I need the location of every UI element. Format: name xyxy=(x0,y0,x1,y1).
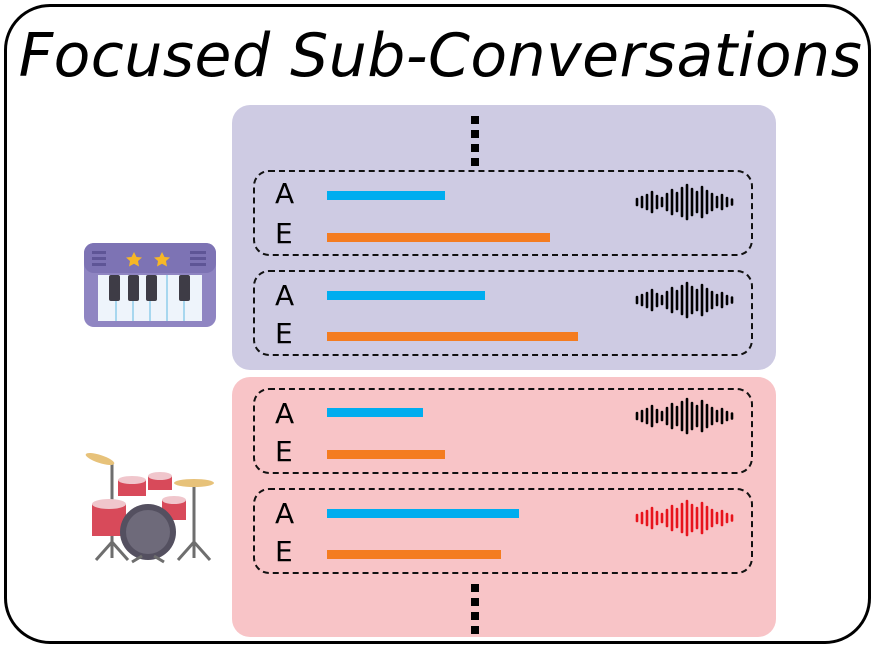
exchange-1: A E xyxy=(253,170,753,256)
assistant-bar xyxy=(327,509,519,518)
waveform-icon xyxy=(635,397,734,435)
piano-icon xyxy=(84,243,216,327)
drum-panel xyxy=(232,377,776,637)
drum-kit-icon xyxy=(85,453,214,564)
expert-label: E xyxy=(275,217,293,250)
page-title: Focused Sub-Conversations xyxy=(18,21,863,91)
ellipsis-bottom-icon xyxy=(471,584,479,640)
assistant-bar xyxy=(327,191,445,200)
expert-label: E xyxy=(275,435,293,468)
expert-label: E xyxy=(275,535,293,568)
waveform-icon xyxy=(635,281,734,319)
expert-bar xyxy=(327,233,550,242)
exchange-4: A E xyxy=(253,488,753,574)
assistant-label: A xyxy=(275,397,295,430)
ellipsis-top-icon xyxy=(471,116,479,172)
assistant-label: A xyxy=(275,497,295,530)
assistant-bar xyxy=(327,291,485,300)
waveform-icon xyxy=(635,183,734,221)
assistant-bar xyxy=(327,408,423,417)
assistant-label: A xyxy=(275,279,295,312)
waveform-icon-highlighted xyxy=(635,499,734,537)
exchange-2: A E xyxy=(253,270,753,356)
expert-bar xyxy=(327,332,578,341)
assistant-label: A xyxy=(275,177,295,210)
expert-label: E xyxy=(275,317,293,350)
expert-bar xyxy=(327,450,445,459)
exchange-3: A E xyxy=(253,388,753,474)
expert-bar xyxy=(327,550,501,559)
